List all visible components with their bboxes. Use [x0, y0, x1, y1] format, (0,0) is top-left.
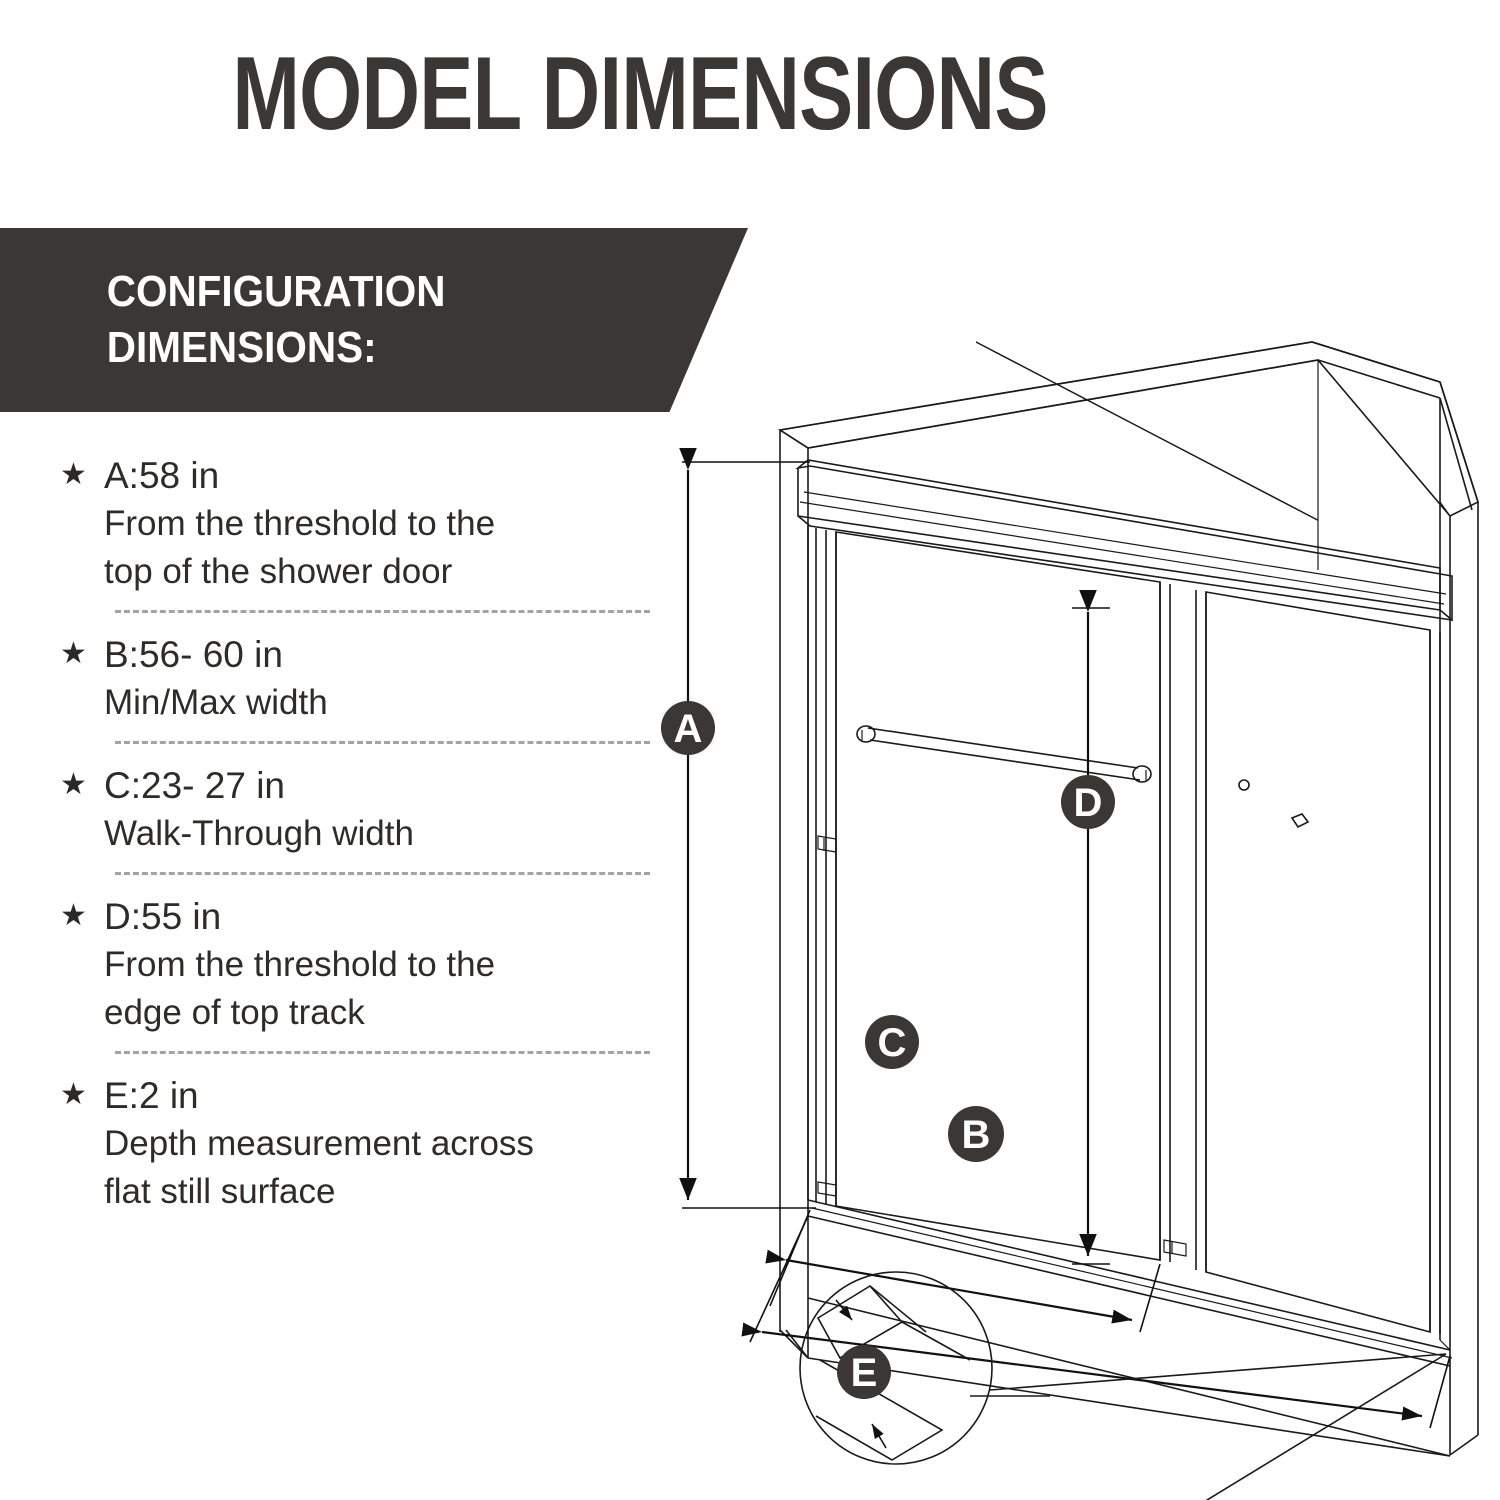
alcove-enclosure [777, 341, 1479, 1456]
dimension-label-a: A:58 in [104, 455, 220, 496]
dimension-desc-a-line1: From the threshold to the [104, 504, 496, 543]
badge-b: B [948, 1106, 1004, 1162]
badge-c: C [865, 1015, 919, 1069]
badge-b-letter: B [962, 1113, 991, 1157]
badge-a-letter: A [674, 707, 703, 751]
dimension-label-b: B:56- 60 in [104, 634, 283, 675]
star-icon: ★ [60, 637, 87, 670]
dimension-desc-d-line2: edge of top track [104, 993, 365, 1032]
badge-a: A [661, 701, 715, 755]
badge-d: D [1061, 775, 1115, 829]
top-track-rail [795, 459, 1453, 622]
list-separator [115, 610, 650, 613]
badge-c-letter: C [878, 1021, 907, 1065]
list-item: ★ A:58 in From the threshold to the top … [60, 452, 660, 613]
list-item: ★ C:23- 27 in Walk-Through width [60, 762, 660, 875]
dimension-b-line [741, 1215, 1451, 1429]
dimension-desc-e-line1: Depth measurement across [104, 1124, 534, 1163]
dimension-list: ★ A:58 in From the threshold to the top … [60, 452, 660, 1216]
dimension-desc-c-line1: Walk-Through width [104, 814, 414, 853]
list-separator [115, 1051, 650, 1054]
detail-callout-e [799, 1271, 1447, 1500]
list-item: ★ E:2 in Depth measurement across flat s… [60, 1072, 660, 1216]
configuration-banner-line1: CONFIGURATION [106, 267, 446, 316]
list-item: ★ B:56- 60 in Min/Max width [60, 631, 660, 744]
badge-e: E [837, 1345, 891, 1399]
page-title: MODEL DIMENSIONS [232, 36, 1048, 152]
list-separator [115, 741, 650, 744]
dimension-desc-a-line2: top of the shower door [104, 552, 453, 591]
dimension-desc-e-line2: flat still surface [104, 1172, 336, 1211]
badge-d-letter: D [1074, 781, 1103, 825]
list-separator [115, 872, 650, 875]
star-icon: ★ [60, 768, 87, 801]
door-handle [856, 725, 1152, 783]
dimension-a-line [679, 448, 816, 1209]
dimension-desc-b-line1: Min/Max width [104, 683, 328, 722]
dimension-desc-d-line1: From the threshold to the [104, 945, 496, 984]
star-icon: ★ [60, 899, 87, 932]
sliding-door-panels [807, 526, 1441, 1334]
dimension-label-e: E:2 in [104, 1075, 199, 1116]
star-icon: ★ [60, 458, 87, 491]
configuration-banner-text: CONFIGURATION DIMENSIONS: [0, 264, 446, 376]
shower-door-technical-drawing: A D C B [640, 320, 1500, 1500]
configuration-banner-line2: DIMENSIONS: [106, 323, 377, 372]
dimension-d-line [1072, 590, 1110, 1265]
badge-e-letter: E [851, 1351, 878, 1395]
list-item: ★ D:55 in From the threshold to the edge… [60, 893, 660, 1054]
dimension-label-c: C:23- 27 in [104, 765, 285, 806]
configuration-banner: CONFIGURATION DIMENSIONS: [0, 228, 748, 412]
threshold-sill [779, 1199, 1453, 1457]
hardware-dots [1238, 779, 1310, 829]
star-icon: ★ [60, 1078, 87, 1111]
dimension-label-d: D:55 in [104, 896, 222, 937]
